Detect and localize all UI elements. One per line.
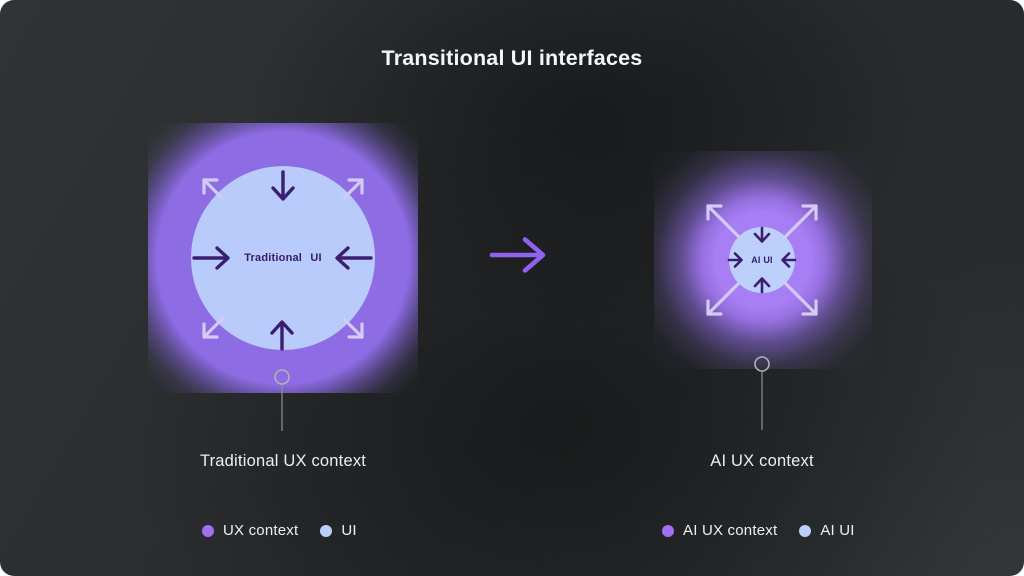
legend-item-ai-ui: AI UI — [799, 522, 854, 539]
legend-item-ai-ux-context: AI UX context — [662, 522, 777, 539]
ai-ui-dot-icon — [799, 524, 812, 537]
traditional-ui-label: Traditional UI — [244, 252, 322, 264]
legend-right: AI UX context AI UI — [662, 522, 855, 539]
ai-ux-context-dot-icon — [662, 524, 674, 537]
legend-item-ux-context: UX context — [202, 522, 298, 539]
arrow-outward-nw-icon — [706, 204, 741, 239]
ui-dot-icon — [320, 524, 333, 537]
ai-context-label: AI UX context — [710, 452, 814, 470]
traditional-ui-circle: Traditional UI — [191, 166, 375, 350]
traditional-callout-connector — [274, 369, 290, 431]
transition-arrow-icon — [489, 237, 546, 273]
arrow-outward-sw-icon — [706, 281, 741, 316]
page-title: Transitional UI interfaces — [381, 46, 643, 70]
legend-label-ui: UI — [341, 522, 357, 539]
traditional-context-label: Traditional UX context — [199, 452, 367, 470]
ai-ui-circle: AI UI — [729, 227, 795, 293]
legend-label-ux-context: UX context — [223, 522, 299, 539]
legend-label-ai-ui: AI UI — [820, 522, 855, 539]
legend-label-ai-ux-context: AI UX context — [683, 522, 778, 539]
legend-left: UX context UI — [202, 522, 357, 539]
ai-callout-connector — [754, 356, 770, 430]
ai-ui-label: AI UI — [751, 255, 773, 265]
arrow-outward-se-icon — [783, 281, 818, 316]
arrow-outward-ne-icon — [783, 204, 818, 239]
legend-item-ui: UI — [320, 522, 357, 539]
ux-context-dot-icon — [202, 524, 214, 537]
